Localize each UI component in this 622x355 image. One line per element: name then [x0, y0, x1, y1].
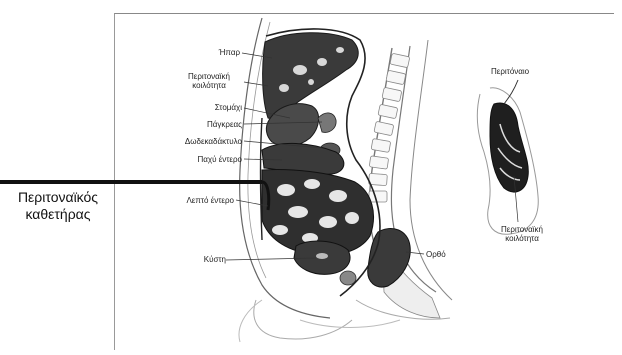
label-bladder: Κύστη	[186, 255, 226, 264]
thigh-outline	[254, 300, 352, 339]
label-peritoneum: Περιτόναιο	[491, 67, 529, 76]
prostate	[340, 271, 356, 285]
label-peritoneal-cavity-left-line2: κοιλότητα	[178, 81, 240, 90]
label-peritoneal-cavity-left-line1: Περιτοναϊκή	[178, 72, 240, 81]
back-outline	[410, 40, 452, 300]
label-stomach: Στομάχι	[190, 103, 242, 112]
label-pancreas: Πάγκρεας	[182, 120, 242, 129]
label-peritoneal-catheter: Περιτοναϊκός καθετήρας	[0, 189, 116, 223]
label-peritoneal-cavity-right-line2: κοιλότητα	[490, 234, 554, 243]
label-peritoneal-cavity-right: Περιτοναϊκή κοιλότητα	[490, 225, 554, 243]
label-duodenum: Δωδεκαδάκτυλο	[162, 137, 242, 146]
label-peritoneal-cavity-left: Περιτοναϊκή κοιλότητα	[178, 72, 240, 90]
inset-cross-section	[477, 80, 538, 234]
label-liver: Ήπαρ	[188, 48, 240, 57]
label-small-intestine: Λεπτό έντερο	[164, 196, 234, 205]
label-peritoneal-cavity-right-line1: Περιτοναϊκή	[490, 225, 554, 234]
label-rectum: Ορθό	[426, 250, 446, 259]
pancreas	[318, 113, 336, 132]
label-large-intestine: Παχύ έντερο	[176, 155, 242, 164]
label-peritoneal-catheter-line1: Περιτοναϊκός	[0, 189, 116, 206]
label-peritoneal-catheter-line2: καθετήρας	[0, 206, 116, 223]
